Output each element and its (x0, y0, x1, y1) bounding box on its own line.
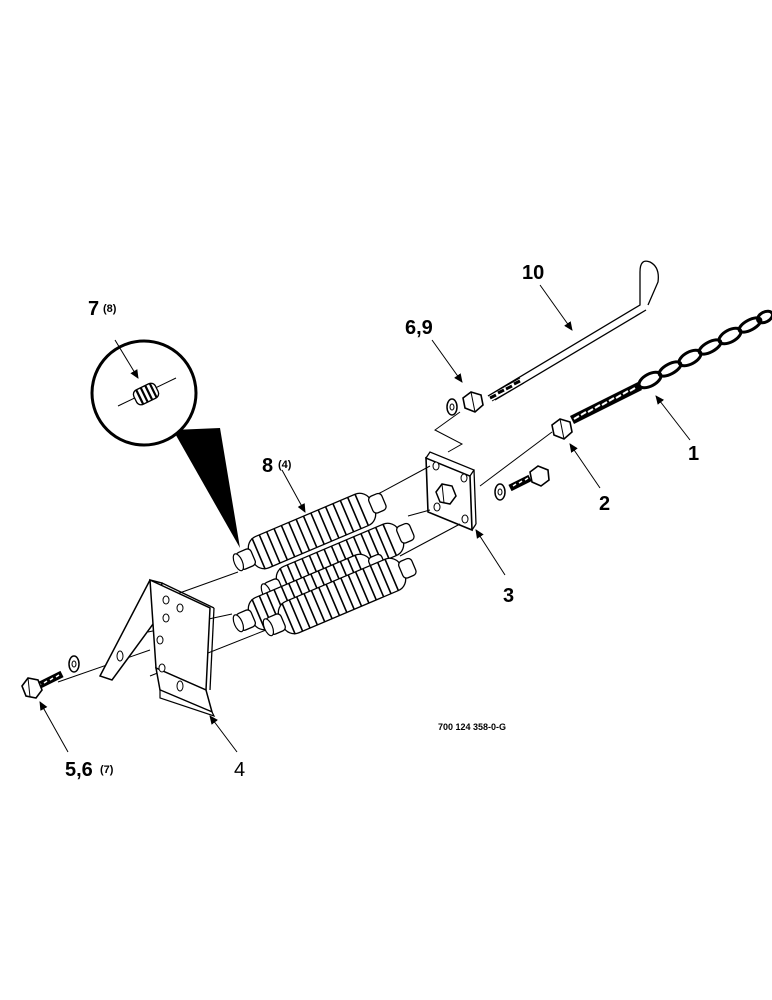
chain-assembly (569, 309, 772, 425)
callout-6-9-label: 6,9 (405, 317, 433, 339)
bolt-washer-left (21, 655, 80, 699)
detail-bubble (90, 339, 240, 548)
callout-4-label: 4 (234, 759, 245, 781)
callout-10: 10 (522, 262, 544, 284)
figure-code: 700 124 358-0-G (438, 722, 506, 732)
callout-2: 2 (599, 493, 610, 515)
callout-10-label: 10 (522, 262, 544, 284)
callout-3-label: 3 (503, 585, 514, 607)
callout-5-6-qty: (7) (100, 764, 114, 776)
plate-item-3 (425, 451, 477, 532)
callout-8: 8 (4) (262, 455, 292, 477)
callout-7-qty: (8) (103, 303, 117, 315)
bracket-item-4 (98, 578, 216, 718)
callout-2-label: 2 (599, 493, 610, 515)
callout-5-6-label: 5,6 (65, 759, 93, 781)
callout-7: 7 (8) (88, 298, 117, 320)
nut-washer-item-6-9 (434, 391, 484, 453)
callout-8-label: 8 (262, 455, 273, 477)
callout-5-6: 5,6 (7) (65, 759, 114, 781)
callout-7-label: 7 (88, 298, 99, 320)
rod-with-hook (487, 260, 659, 402)
callout-1-label: 1 (688, 443, 699, 465)
callout-8-qty: (4) (278, 459, 292, 471)
callout-3: 3 (503, 585, 514, 607)
callout-4: 4 (234, 759, 245, 781)
callout-1: 1 (688, 443, 699, 465)
springs-item-8 (227, 484, 422, 646)
nut-item-2 (551, 418, 573, 440)
leader-arrows (39, 284, 691, 753)
bolt-washer-right (494, 465, 550, 501)
callout-6-9: 6,9 (405, 317, 433, 339)
